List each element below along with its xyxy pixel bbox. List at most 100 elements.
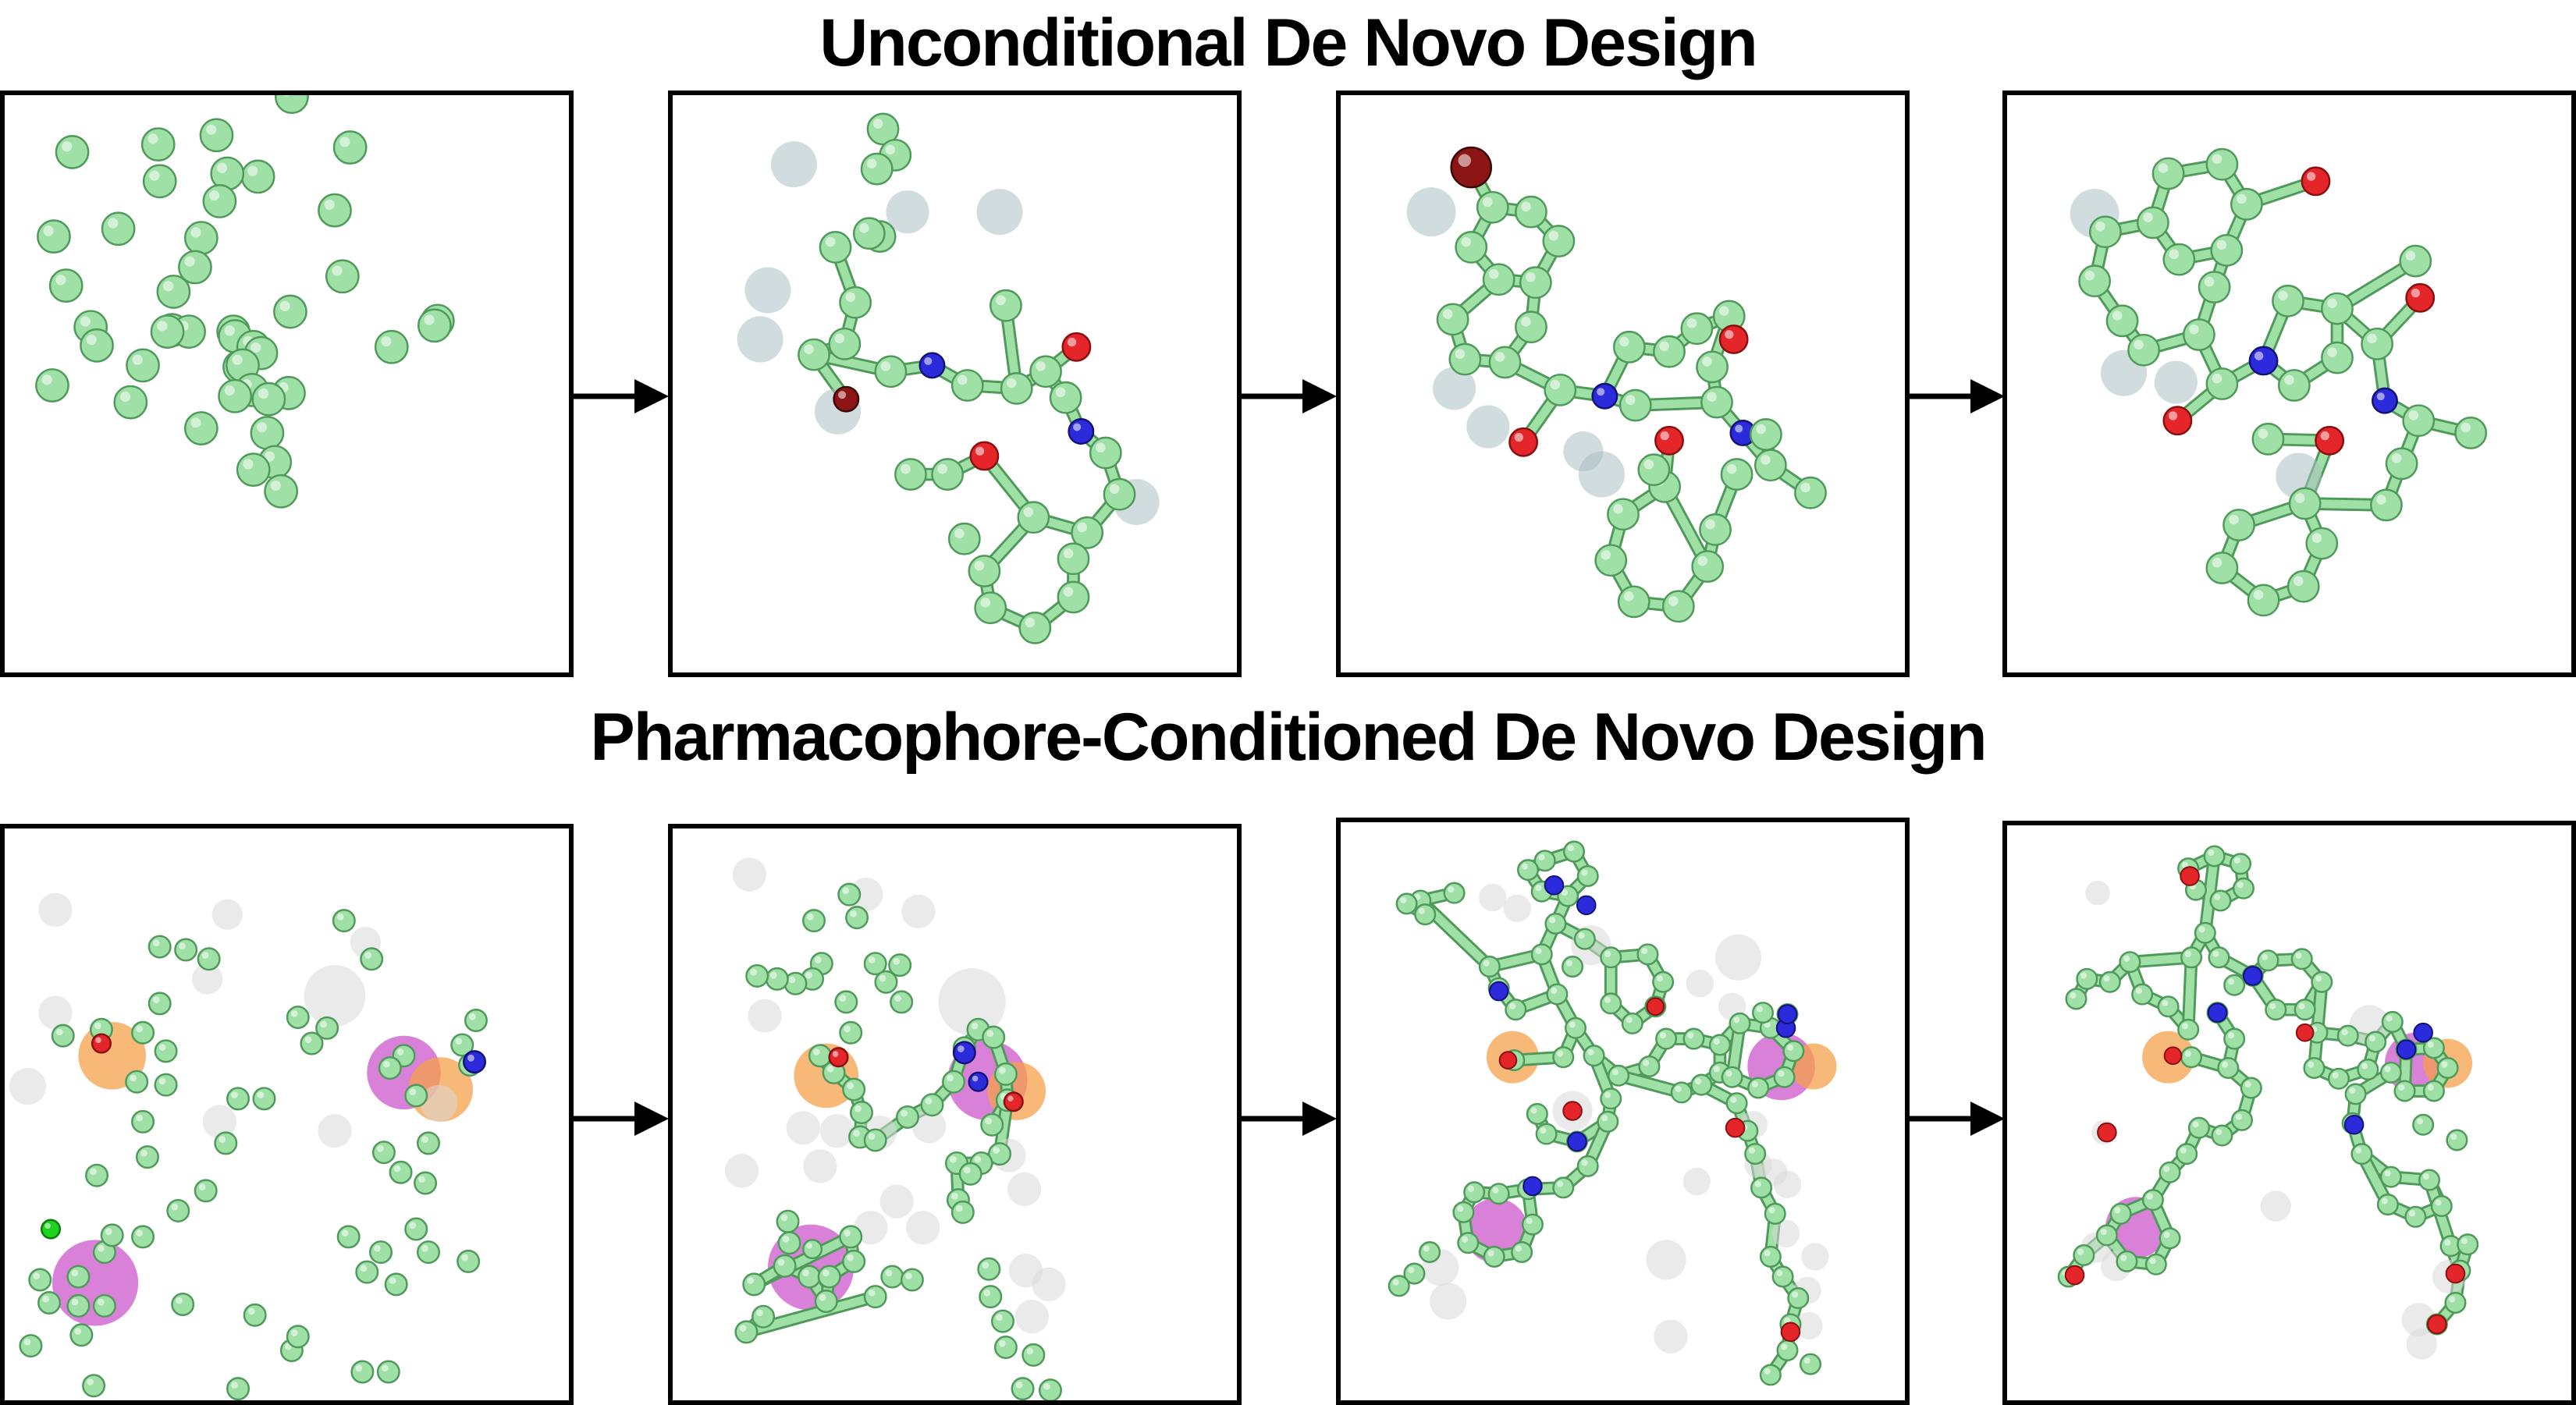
atom-highlight	[2235, 1113, 2242, 1120]
atom-highlight	[409, 1222, 417, 1229]
atom-highlight	[1007, 1095, 1014, 1102]
carbon-atom	[2402, 404, 2436, 438]
carbon-atom	[900, 1268, 924, 1292]
atom-highlight	[957, 1045, 965, 1052]
carbon-atom	[371, 1141, 396, 1165]
atom-highlight	[2361, 1063, 2368, 1070]
atom-highlight	[2216, 239, 2227, 250]
atom-highlight	[270, 480, 281, 491]
carbon-atom	[154, 1039, 178, 1063]
carbon-atom	[1680, 312, 1714, 346]
carbon-atom	[849, 1101, 873, 1125]
carbon-atom	[2180, 1046, 2203, 1069]
carbon-atom	[1600, 992, 1622, 1015]
carbon-atom	[2393, 1080, 2416, 1102]
atom-highlight	[983, 1289, 991, 1297]
carbon-atom	[416, 1240, 440, 1265]
atom-highlight	[2435, 1199, 2442, 1206]
atom-highlight	[42, 1295, 49, 1303]
carbon-atom	[1057, 542, 1090, 576]
carbon-atom	[55, 135, 90, 169]
carbon-atom	[1771, 1265, 1794, 1288]
carbon-atom	[2257, 949, 2279, 972]
ghost-atom	[304, 965, 366, 1027]
atom-highlight	[750, 968, 758, 976]
carbon-atom	[2198, 271, 2231, 303]
oxygen-atom	[1061, 332, 1092, 362]
carbon-atom	[19, 1334, 43, 1358]
atom-highlight	[901, 463, 911, 474]
atom-highlight	[290, 1329, 298, 1336]
nitrogen-atom	[952, 1041, 976, 1065]
oxygen-atom	[2295, 1023, 2315, 1042]
carbon-atom	[1653, 335, 1686, 368]
ghost-atom	[9, 1067, 47, 1105]
ghost-atom	[1430, 1283, 1467, 1320]
carbon-atom	[197, 947, 221, 971]
atom-highlight	[2237, 193, 2247, 204]
carbon-atom	[1750, 1176, 1773, 1199]
atom-highlight	[23, 1338, 31, 1346]
atom-highlight	[2212, 373, 2222, 384]
atom-highlight	[2181, 861, 2189, 868]
atom-highlight	[2294, 493, 2305, 503]
atom-highlight	[2349, 1087, 2356, 1095]
carbon-atom	[1103, 477, 1136, 511]
atom-highlight	[879, 974, 886, 982]
atom-highlight	[974, 560, 985, 571]
carbon-atom	[389, 1160, 413, 1184]
atom-highlight	[1488, 269, 1499, 279]
atom-highlight	[339, 137, 350, 147]
atom-highlight	[1730, 1096, 1737, 1103]
atom-highlight	[819, 1293, 826, 1301]
atom-highlight	[201, 952, 209, 959]
atom-highlight	[469, 1013, 476, 1020]
oxygen-atom	[1003, 1091, 1024, 1112]
atom-highlight	[74, 1328, 82, 1335]
atom-highlight	[2422, 1173, 2429, 1180]
carbon-atom	[1544, 912, 1567, 935]
title-unconditional: Unconditional De Novo Design	[819, 5, 1758, 80]
atom-highlight	[461, 1254, 469, 1261]
carbon-atom	[1452, 1201, 1475, 1223]
atom-highlight	[1455, 349, 1466, 359]
carbon-atom	[2089, 215, 2122, 249]
atom-highlight	[1659, 1031, 1666, 1039]
carbon-atom	[1608, 1064, 1630, 1087]
carbon-atom	[325, 259, 360, 294]
atom-highlight	[739, 1325, 747, 1332]
carbon-atom	[1546, 983, 1569, 1006]
carbon-atom	[2230, 1109, 2254, 1131]
atom-highlight	[33, 1272, 41, 1280]
carbon-atom	[993, 1062, 1018, 1086]
atom-highlight	[904, 1272, 912, 1280]
atom-highlight	[409, 1088, 417, 1095]
atom-highlight	[885, 144, 896, 155]
ghost-atom	[38, 995, 73, 1030]
atom-highlight	[2306, 172, 2316, 181]
carbon-atom	[417, 308, 452, 343]
panel-pharmacophore-step-2	[668, 824, 1242, 1405]
carbon-atom	[150, 314, 185, 349]
nitrogen-atom	[1068, 418, 1095, 445]
oxygen-atom	[2180, 866, 2200, 886]
atom-highlight	[788, 976, 796, 984]
carbon-atom	[2217, 1056, 2240, 1079]
atom-highlight	[2376, 392, 2385, 401]
carbon-atom	[993, 1336, 1018, 1360]
ghost-atom	[737, 316, 783, 363]
atom-highlight	[2212, 950, 2219, 957]
atom-highlight	[2408, 410, 2419, 420]
atom-highlight	[158, 1044, 166, 1051]
atom-highlight	[1550, 379, 1561, 390]
atom-highlight	[1597, 388, 1605, 396]
ghost-atom	[748, 999, 782, 1033]
panel-unconditional-step-3	[1336, 90, 1910, 677]
atom-highlight	[834, 333, 845, 344]
carbon-atom	[2159, 1161, 2181, 1183]
carbon-atom	[942, 1070, 966, 1094]
atom-highlight	[2158, 163, 2169, 173]
atom-highlight	[986, 1030, 994, 1038]
atom-highlight	[1025, 617, 1036, 628]
carbon-atom	[1478, 956, 1501, 978]
